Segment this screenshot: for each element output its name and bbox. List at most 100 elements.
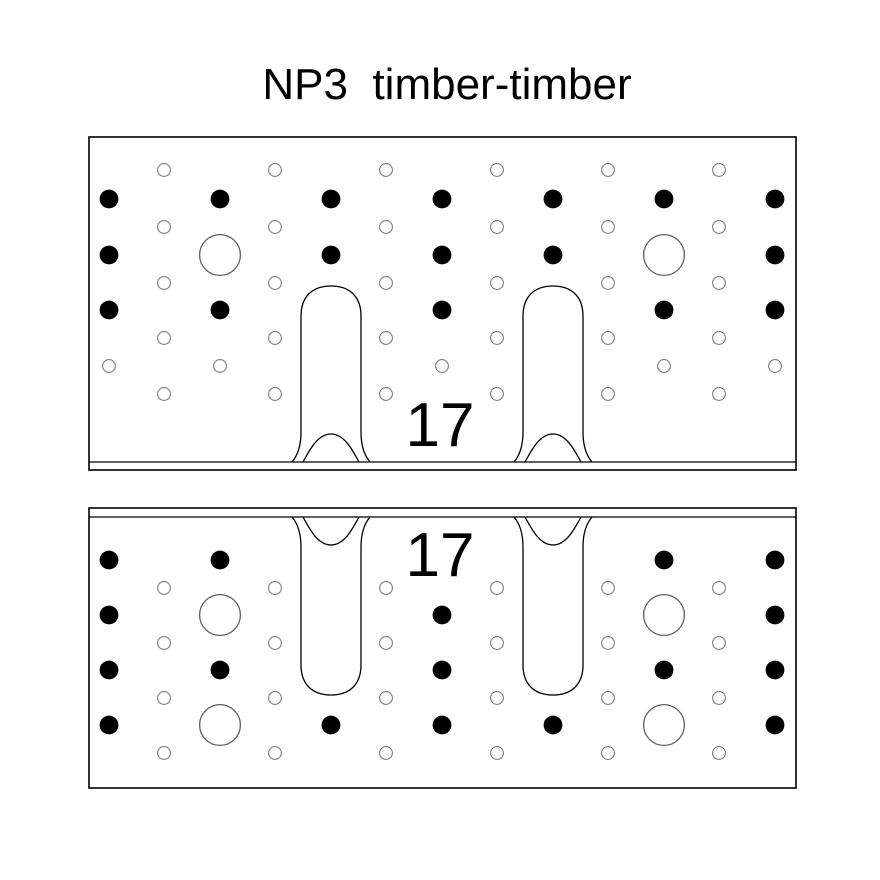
hole-circle	[601, 746, 615, 760]
hole-circle	[490, 220, 504, 234]
nail-dot	[321, 245, 341, 265]
nail-dot	[99, 300, 119, 320]
big-hole-circle	[642, 593, 686, 637]
nail-dot	[321, 189, 341, 209]
hole-circle	[157, 331, 171, 345]
slot-outline	[291, 285, 371, 463]
hole-circle	[712, 220, 726, 234]
hole-circle	[157, 220, 171, 234]
nail-dot	[432, 245, 452, 265]
hole-circle	[379, 691, 393, 705]
hole-circle	[379, 581, 393, 595]
nail-dot	[99, 189, 119, 209]
nail-dot	[765, 715, 785, 735]
nail-dot	[765, 245, 785, 265]
hole-circle	[601, 387, 615, 401]
hole-circle	[601, 331, 615, 345]
nail-dot	[432, 189, 452, 209]
hole-circle	[157, 636, 171, 650]
nail-dot	[543, 189, 563, 209]
hole-circle	[490, 276, 504, 290]
hole-circle	[379, 220, 393, 234]
hole-circle	[601, 581, 615, 595]
hole-circle	[712, 636, 726, 650]
big-hole-circle	[198, 233, 242, 277]
slot-hump	[302, 433, 360, 463]
nail-dot	[432, 715, 452, 735]
nail-dot	[654, 189, 674, 209]
nail-dot	[654, 660, 674, 680]
hole-circle	[268, 746, 282, 760]
hole-circle	[712, 163, 726, 177]
hole-circle	[157, 691, 171, 705]
hole-circle	[379, 636, 393, 650]
nail-dot	[765, 300, 785, 320]
hole-circle	[490, 163, 504, 177]
slot-outline	[513, 516, 593, 696]
slot-hump	[524, 433, 582, 463]
hole-circle	[268, 220, 282, 234]
hole-circle	[379, 276, 393, 290]
hole-circle	[268, 387, 282, 401]
nail-dot	[765, 605, 785, 625]
hole-circle	[213, 359, 227, 373]
hole-circle	[102, 359, 116, 373]
hole-circle	[490, 581, 504, 595]
top-plate	[88, 136, 797, 471]
hole-circle	[712, 387, 726, 401]
slot-dip	[302, 516, 360, 546]
hole-circle	[601, 220, 615, 234]
hole-circle	[268, 163, 282, 177]
nail-dot	[99, 550, 119, 570]
nail-dot	[210, 189, 230, 209]
nail-dot	[432, 300, 452, 320]
hole-circle	[712, 276, 726, 290]
hole-circle	[435, 359, 449, 373]
hole-circle	[601, 636, 615, 650]
slot-outline	[291, 516, 371, 696]
slot-dip	[524, 516, 582, 546]
hole-circle	[268, 276, 282, 290]
nail-dot	[654, 300, 674, 320]
hole-circle	[268, 691, 282, 705]
hole-circle	[268, 331, 282, 345]
nail-dot	[432, 605, 452, 625]
big-hole-circle	[198, 593, 242, 637]
nail-dot	[210, 550, 230, 570]
dimension-label-top-plate: 17	[405, 391, 475, 460]
nail-dot	[99, 605, 119, 625]
hole-circle	[157, 276, 171, 290]
hole-circle	[712, 691, 726, 705]
nail-dot	[210, 660, 230, 680]
hole-circle	[768, 359, 782, 373]
nail-dot	[765, 550, 785, 570]
hole-circle	[379, 331, 393, 345]
hole-circle	[379, 387, 393, 401]
hole-circle	[157, 746, 171, 760]
hole-circle	[601, 163, 615, 177]
big-hole-circle	[642, 703, 686, 747]
hole-circle	[490, 636, 504, 650]
hole-circle	[601, 276, 615, 290]
nail-dot	[99, 715, 119, 735]
hole-circle	[712, 331, 726, 345]
dimension-label-bottom-plate: 17	[405, 521, 475, 590]
bottom-plate	[88, 507, 797, 789]
hole-circle	[490, 331, 504, 345]
nail-dot	[99, 245, 119, 265]
hole-circle	[490, 387, 504, 401]
big-hole-circle	[642, 233, 686, 277]
hole-circle	[601, 691, 615, 705]
hole-circle	[712, 581, 726, 595]
hole-circle	[157, 581, 171, 595]
nail-dot	[432, 660, 452, 680]
big-hole-circle	[198, 703, 242, 747]
hole-circle	[157, 387, 171, 401]
hole-circle	[712, 746, 726, 760]
diagram-title: NP3 timber-timber	[262, 60, 632, 109]
slot-outline	[513, 285, 593, 463]
nail-dot	[543, 245, 563, 265]
top-plate-outline	[88, 136, 797, 471]
